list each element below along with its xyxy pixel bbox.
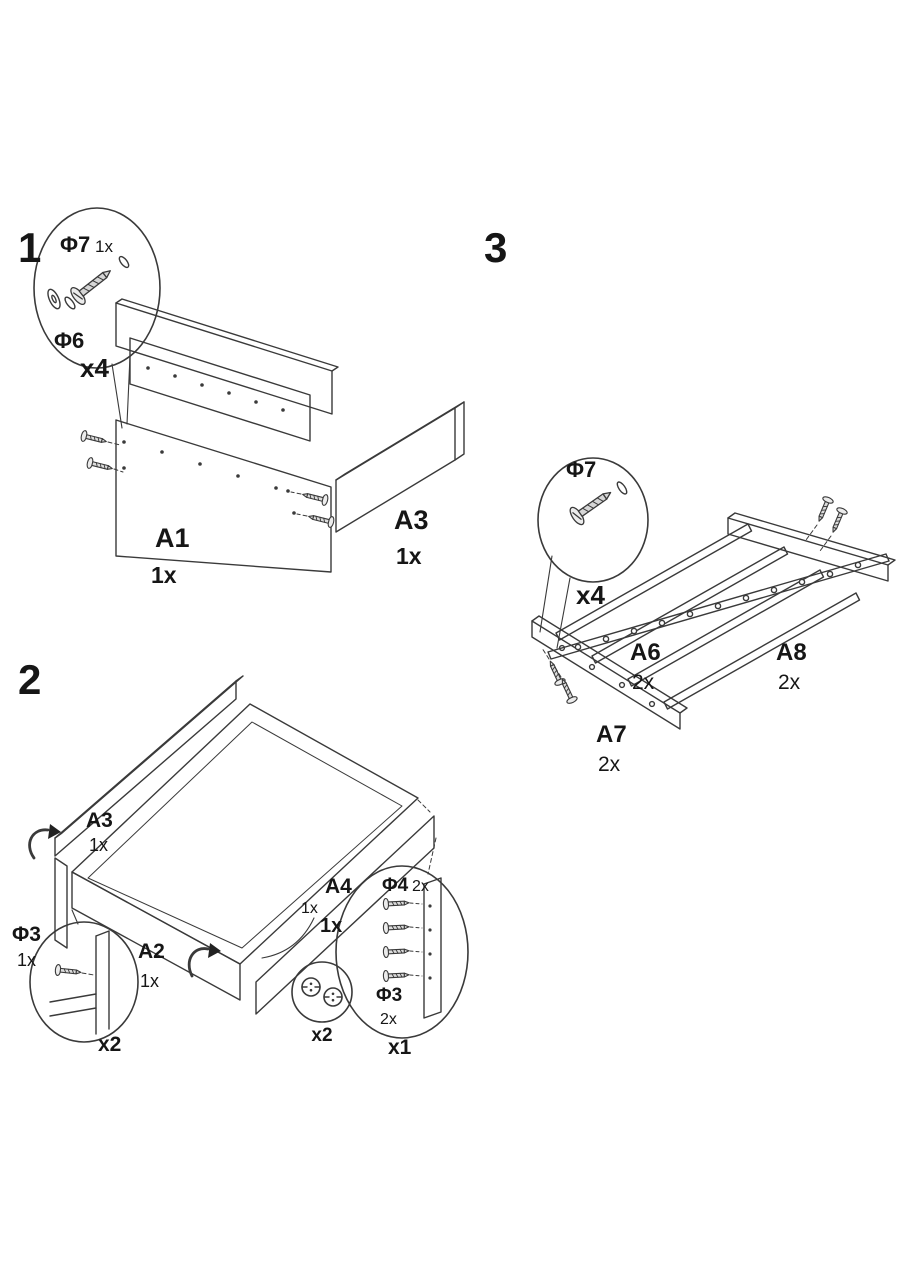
step1-washer-label: Φ6: [54, 328, 84, 353]
bracket-top-label: Φ4: [382, 875, 409, 896]
screw-icon: [382, 896, 410, 983]
part-qty-a2: 1x: [140, 971, 159, 991]
step1-screws-right: [290, 488, 336, 529]
cam-callout-multiplier: x2: [311, 1025, 332, 1046]
headboard-top-rail: [115, 298, 339, 415]
dowel-icon: [616, 481, 628, 495]
part-label-a4: A4: [325, 875, 352, 898]
screw-icon: [67, 262, 118, 308]
part-label-a8: A8: [776, 639, 807, 666]
screw-icon: [54, 963, 83, 979]
part-label-a2: A2: [138, 940, 165, 963]
step3-screws-right: [805, 494, 849, 552]
corner-joint-callout: [29, 909, 139, 1043]
callout-circle: [291, 961, 353, 1023]
part-label-a3: A3: [394, 505, 429, 535]
part-label-a1: A1: [155, 523, 190, 553]
callout-circle: [29, 921, 139, 1043]
part-qty-a3-step2: 1x: [89, 835, 108, 855]
step3-hardware-callout: [537, 457, 649, 649]
part-label-a7: A7: [596, 721, 627, 748]
slat-bars: [555, 523, 861, 710]
cam-lock-icon: [323, 987, 343, 1007]
step3-screws-left: [541, 647, 579, 706]
a4-leader-curve: [261, 917, 315, 959]
part-qty-a6: 2x: [632, 671, 655, 694]
callout-circle: [33, 207, 161, 369]
bracket-top-qty: 2x: [412, 878, 429, 895]
cam-lock-icon: [301, 977, 321, 997]
part-multiplier-a4: 1x: [320, 915, 342, 937]
dowel-icon: [118, 255, 130, 269]
step1-screws-left: [79, 429, 124, 475]
left-end-panel: [54, 857, 68, 949]
callout-circle: [537, 457, 649, 583]
step3-illustration: [531, 457, 896, 730]
rotate-arrow-left: [28, 824, 61, 860]
bracket-multiplier: x1: [388, 1036, 412, 1059]
base-panel-a2: [71, 703, 419, 1001]
corner-callout-qty: 1x: [17, 950, 36, 970]
side-rail-a3: [335, 401, 465, 533]
part-qty-a3: 1x: [396, 543, 422, 569]
step1-screw-label: Φ7: [60, 232, 90, 257]
front-rail-a4: [255, 799, 437, 1015]
corner-callout-multiplier: x2: [98, 1033, 121, 1056]
step1-number: 1: [18, 224, 41, 271]
labels: 1 Φ7 1x Φ6 x4 A1 1x A3 1x 3 Φ7 x4 A6 2x …: [12, 224, 807, 1059]
front-rail-a7: [531, 615, 688, 730]
step1-illustration: [33, 207, 465, 573]
step3-multiplier: x4: [576, 580, 605, 610]
step3-screw-label: Φ7: [566, 457, 596, 482]
washer-icon: [47, 288, 61, 310]
part-qty-a8: 2x: [778, 671, 801, 694]
step2-number: 2: [18, 656, 41, 703]
screw-icon: [566, 483, 618, 528]
bracket-bottom-label: Φ3: [376, 985, 402, 1006]
part-qty-a1: 1x: [151, 562, 177, 588]
cam-lock-callout: [291, 961, 353, 1023]
part-label-a3-step2: A3: [86, 809, 113, 832]
step2-illustration: [28, 675, 469, 1043]
bracket-bottom-qty: 2x: [380, 1011, 397, 1028]
step1-multiplier: x4: [80, 353, 109, 383]
corner-callout-label: Φ3: [12, 923, 41, 946]
lock-washer-icon: [64, 296, 76, 310]
step1-screw-qty: 1x: [95, 237, 113, 256]
part-label-a6: A6: [630, 639, 661, 666]
headboard-panel-a1: [115, 419, 332, 573]
slat-strip: [547, 553, 890, 660]
bracket-callout: [335, 865, 469, 1039]
step3-number: 3: [484, 224, 507, 271]
side-rail-a3-step2: [54, 675, 244, 857]
part-qty-a4: 1x: [301, 900, 318, 917]
part-qty-a7: 2x: [598, 753, 621, 776]
headboard-inner-panel: [129, 337, 311, 442]
back-rail: [727, 512, 896, 582]
rotate-arrow-right: [187, 943, 221, 978]
callout-circle: [335, 865, 469, 1039]
